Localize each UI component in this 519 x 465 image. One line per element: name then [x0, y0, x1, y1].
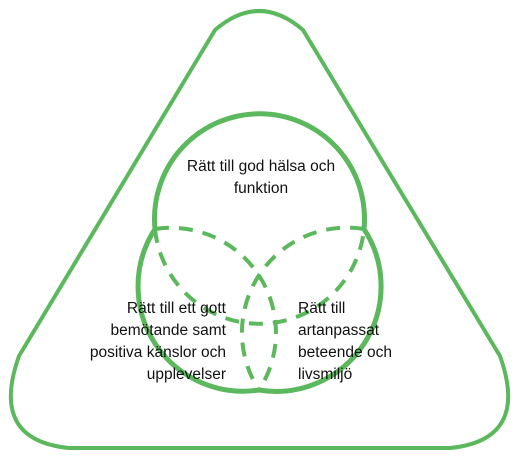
top-circle-label: Rätt till god hälsa och funktion: [186, 158, 336, 197]
outer-rounded-triangle: [8, 9, 511, 450]
left-circle-solid-arc: [135, 227, 260, 394]
right-circle-solid-arc: [258, 227, 384, 394]
top-circle-dashed-arc: [153, 228, 366, 326]
left-circle-label: Rätt till ett gott bemötande samt positi…: [89, 300, 226, 383]
right-circle-dashed-arc: [239, 225, 365, 392]
right-circle-label: Rätt till artanpassat beteende och livsm…: [298, 300, 392, 383]
top-circle-solid-arc: [152, 111, 367, 230]
